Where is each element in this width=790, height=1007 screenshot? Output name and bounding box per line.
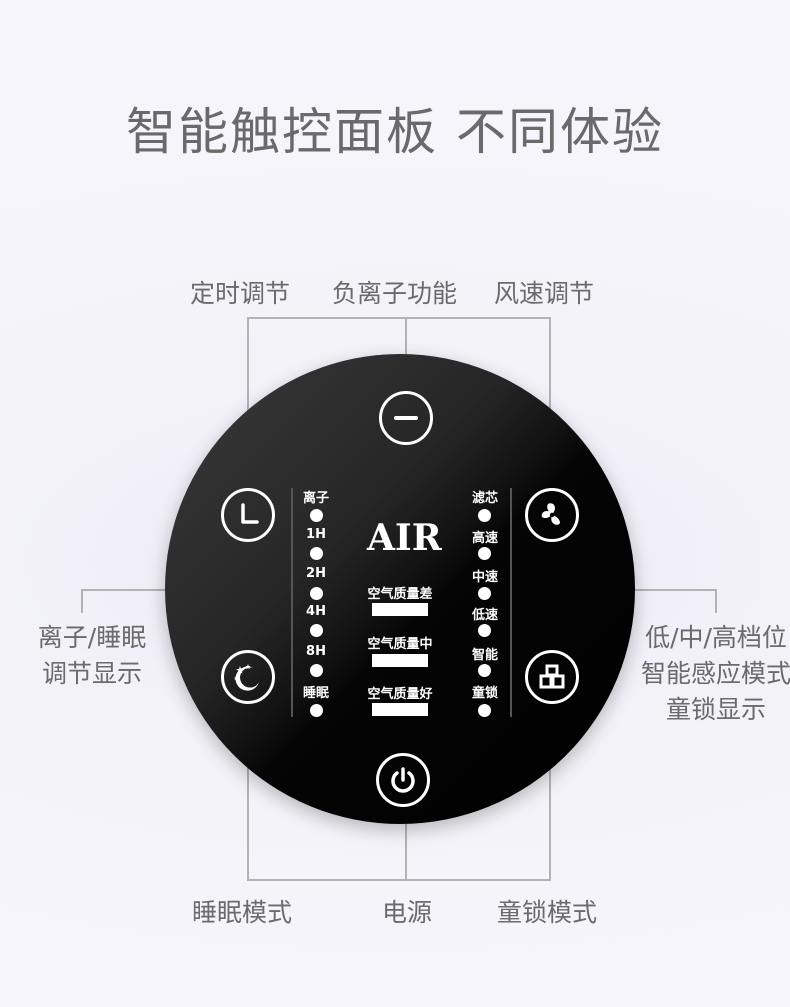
- sleep-button[interactable]: [221, 650, 275, 704]
- left-indicator-dot: [310, 704, 323, 717]
- left-indicator-dot: [310, 509, 323, 522]
- air-quality-bar-good: [372, 703, 428, 716]
- timer-button[interactable]: [221, 488, 275, 542]
- callout-speed-line-2: 智能感应模式: [640, 659, 790, 688]
- left-indicator-dot: [310, 547, 323, 560]
- right-indicator-label: 智能: [471, 648, 498, 663]
- right-indicator-dot: [478, 704, 491, 717]
- left-indicator-dot: [310, 664, 323, 677]
- power-icon: [388, 765, 418, 795]
- minus-icon: [391, 403, 421, 433]
- callout-speed-line-3: 童锁显示: [665, 695, 766, 724]
- right-indicator-label: 高速: [471, 531, 498, 546]
- child-lock-icon: [537, 662, 567, 692]
- callout-child-lock-mode: 童锁模式: [497, 898, 598, 927]
- right-indicator-dot: [478, 547, 491, 560]
- left-indicator-label: 1H: [306, 527, 326, 542]
- left-indicator-dot: [310, 624, 323, 637]
- callout-power: 电源: [382, 898, 433, 927]
- right-indicator-dot: [478, 664, 491, 677]
- left-indicator-divider: [291, 488, 293, 717]
- right-indicator-label: 童锁: [471, 686, 498, 701]
- ion-button[interactable]: [379, 391, 433, 445]
- right-indicator-dot: [478, 587, 491, 600]
- air-quality-bar-medium: [372, 654, 428, 667]
- left-indicator-dot: [310, 587, 323, 600]
- right-indicator-divider: [510, 488, 512, 717]
- callout-ion-sleep-display: 离子/睡眠 调节显示: [22, 620, 162, 692]
- air-quality-bar-poor: [372, 603, 428, 616]
- left-indicator-label: 4H: [306, 604, 326, 619]
- left-indicator-label: 睡眠: [302, 686, 329, 701]
- fan-icon: [536, 499, 568, 531]
- right-indicator-dot: [478, 509, 491, 522]
- child-lock-button[interactable]: [525, 650, 579, 704]
- left-indicator-label: 2H: [306, 566, 326, 581]
- left-indicator-label: 8H: [306, 644, 326, 659]
- right-indicator-label: 中速: [471, 570, 498, 585]
- callout-ion: 负离子功能: [332, 279, 458, 308]
- timer-clock-icon: [233, 500, 263, 530]
- callout-speed-modes-display: 低/中/高档位 智能感应模式 童锁显示: [628, 620, 790, 728]
- right-indicator-dot: [478, 624, 491, 637]
- brand-logo: AIR: [367, 517, 442, 559]
- air-quality-label-medium: 空气质量中: [367, 637, 433, 652]
- callout-timer: 定时调节: [190, 279, 291, 308]
- callout-fan-speed: 风速调节: [494, 279, 595, 308]
- callout-ion-sleep-line-2: 调节显示: [41, 659, 142, 688]
- left-indicator-label: 离子: [302, 491, 329, 506]
- fan-speed-button[interactable]: [525, 488, 579, 542]
- right-indicator-label: 滤芯: [471, 491, 498, 506]
- air-quality-label-good: 空气质量好: [367, 687, 433, 702]
- sleep-moon-icon: [231, 660, 265, 694]
- air-quality-label-poor: 空气质量差: [367, 587, 433, 602]
- callout-ion-sleep-line-1: 离子/睡眠: [37, 623, 147, 652]
- right-indicator-label: 低速: [471, 608, 498, 623]
- page-headline: 智能触控面板 不同体验: [126, 103, 664, 161]
- callout-speed-line-1: 低/中/高档位: [645, 623, 787, 652]
- callout-sleep-mode: 睡眠模式: [192, 898, 293, 927]
- power-button[interactable]: [376, 753, 430, 807]
